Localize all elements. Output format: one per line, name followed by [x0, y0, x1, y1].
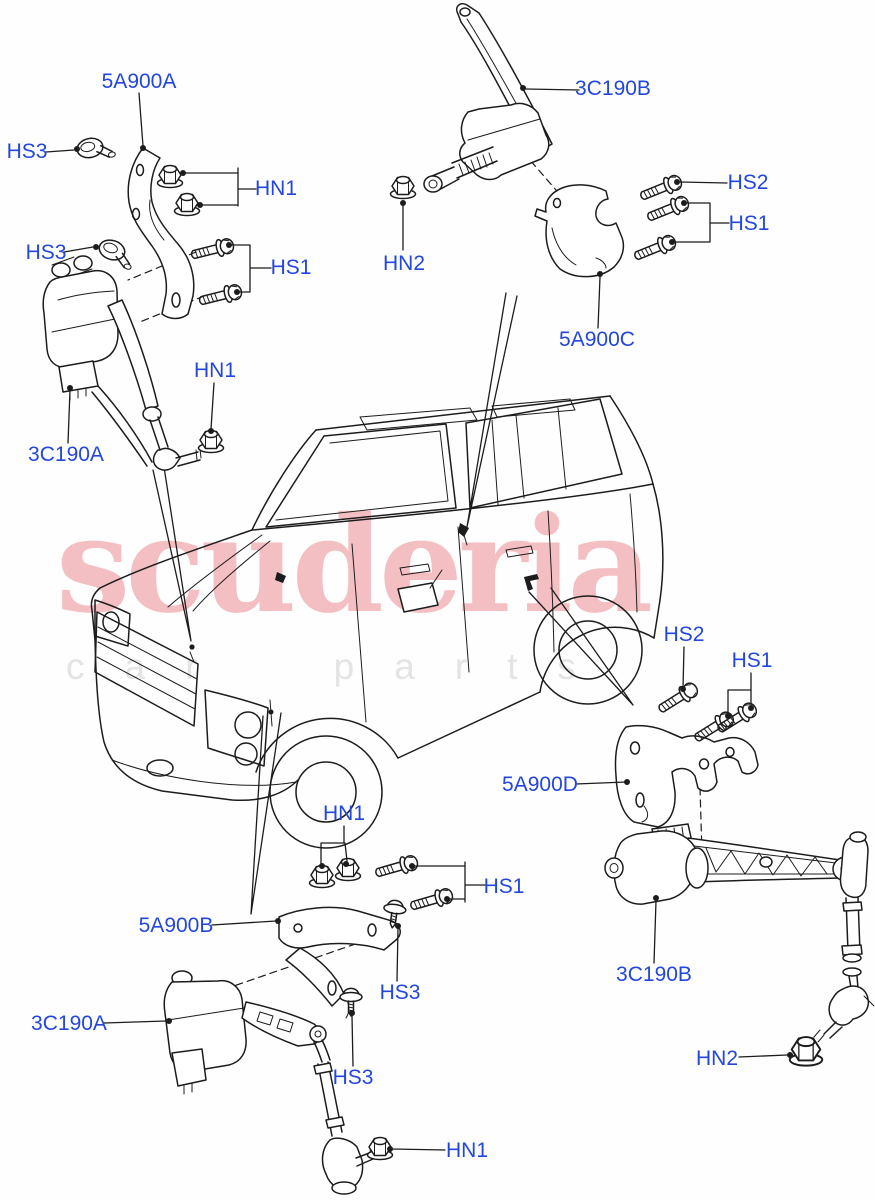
vehicle-outline — [90, 395, 664, 849]
callout-leader-lines — [45, 88, 788, 1151]
bracket-5a900c — [534, 184, 625, 278]
height-sensor-3c190b-top — [423, 2, 553, 193]
watermark-tagline: car parts — [66, 646, 616, 687]
watermark-brand: scuderia — [56, 488, 653, 643]
height-sensor-3c190a-front — [42, 255, 202, 471]
mounting-clip-icons — [189, 523, 539, 727]
height-sensor-3c190b-rear — [604, 823, 875, 1043]
bracket-5a900b — [278, 906, 401, 1019]
bracket-5a900d — [614, 724, 759, 828]
locator-needles — [152, 292, 634, 915]
leader-end-dots — [67, 85, 793, 1152]
bracket-5a900a — [127, 147, 195, 320]
height-sensor-3c190a-rear — [163, 970, 376, 1195]
